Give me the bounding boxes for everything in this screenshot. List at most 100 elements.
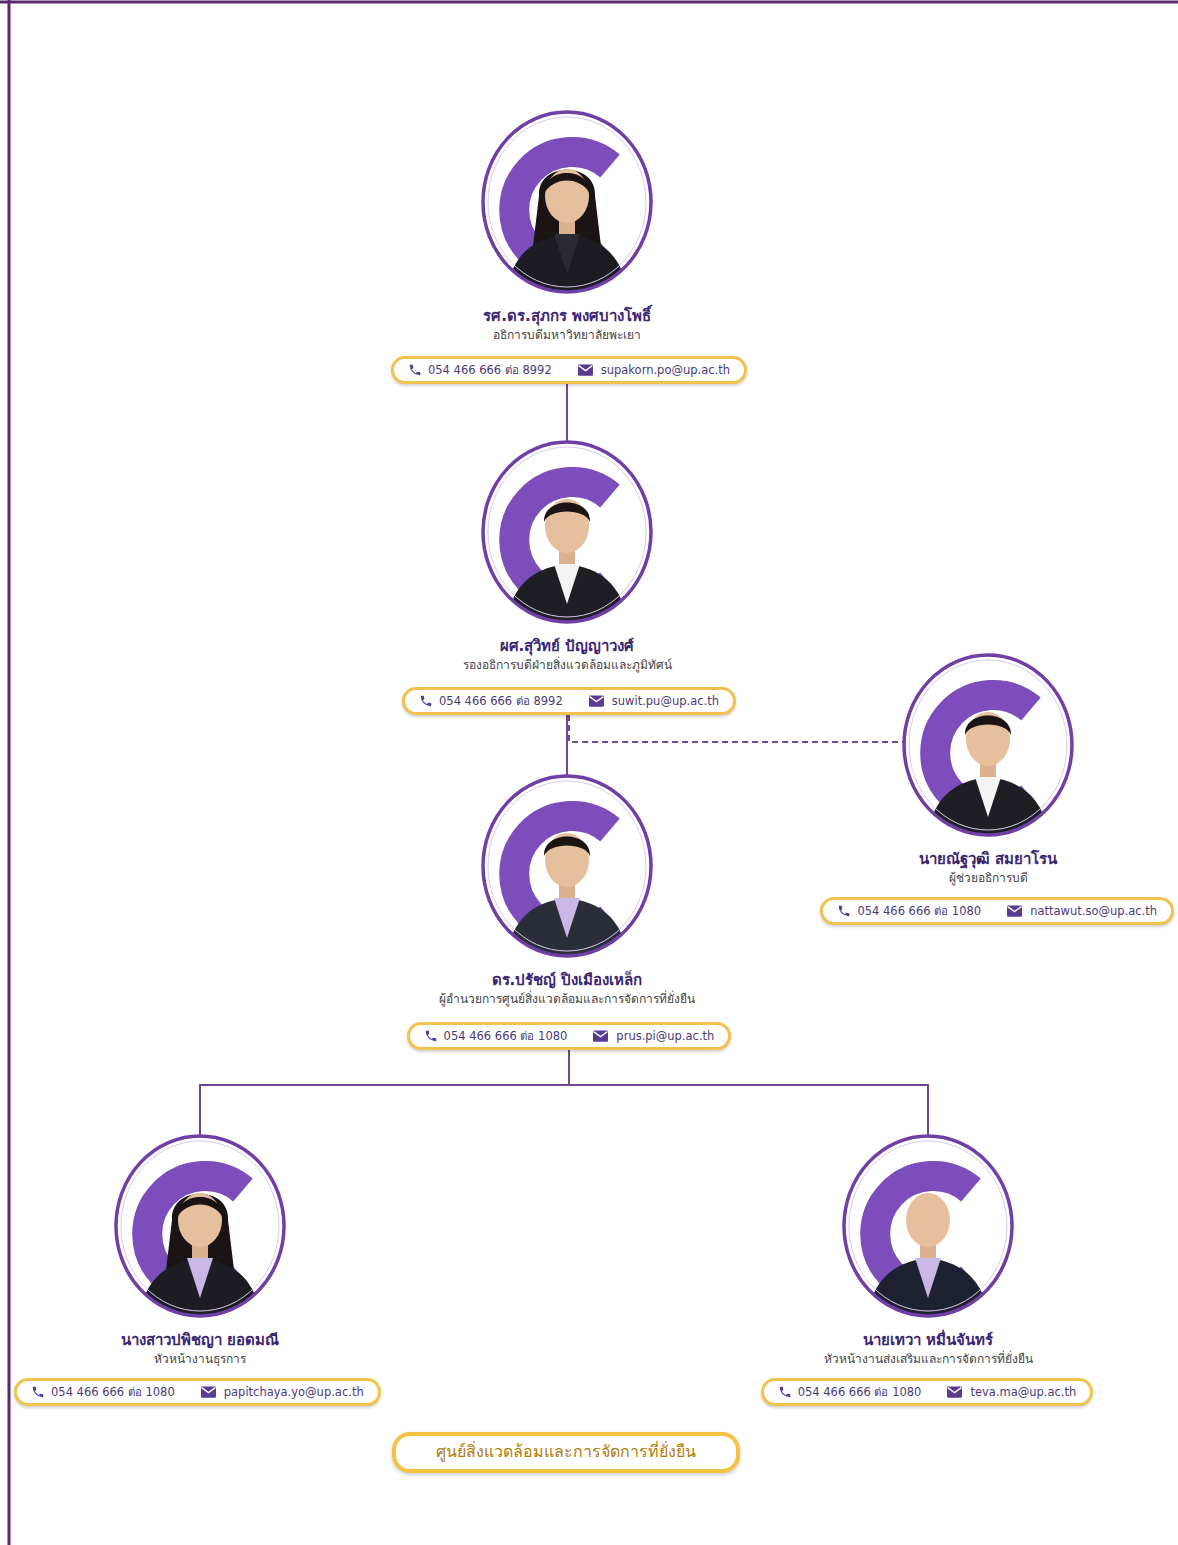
oval-border <box>483 442 651 622</box>
photo-ground <box>898 649 1078 841</box>
oval-inner-ring <box>488 781 646 951</box>
photo-frame <box>838 1130 1018 1322</box>
mail-icon <box>1007 905 1022 917</box>
phone-icon <box>31 1385 45 1399</box>
oval-border <box>904 655 1072 835</box>
hair <box>544 503 590 523</box>
phone-icon <box>837 904 851 918</box>
connector <box>569 1050 928 1136</box>
person-card: ดร.ปรัชญ์ ปิงเมืองเหล็กผู้อำนวยการศูนย์ส… <box>439 770 695 1007</box>
suit <box>505 234 629 298</box>
shirt <box>975 777 1001 817</box>
phone-number: 054 466 666 ต่อ 1080 <box>857 903 981 919</box>
hair <box>965 716 1011 736</box>
head <box>906 1193 950 1247</box>
portrait <box>110 1130 290 1322</box>
photo-ground <box>477 770 657 962</box>
dashed-connector <box>569 715 903 742</box>
connector <box>566 384 568 442</box>
person-name: นายณัฐวุฒิ สมยาโรน <box>919 850 1057 870</box>
contact-pill: 054 466 666 ต่อ 8992 supakorn.po@up.ac.th <box>391 356 747 384</box>
contact-pill: 054 466 666 ต่อ 1080 papitchaya.yo@up.ac.… <box>14 1378 381 1406</box>
email-address: nattawut.so@up.ac.th <box>1030 903 1157 919</box>
email-address: papitchaya.yo@up.ac.th <box>224 1384 364 1400</box>
phone-number: 054 466 666 ต่อ 1080 <box>51 1384 175 1400</box>
email-address: suwit.pu@up.ac.th <box>612 693 719 709</box>
position-title: หัวหน้างานธุรการ <box>154 1351 246 1367</box>
person-card: นายเทวา หมื่นจันทร์หัวหน้างานส่งเสริมและ… <box>824 1130 1033 1367</box>
photo-ground <box>110 1130 290 1322</box>
person-card: นายณัฐวุฒิ สมยาโรนผู้ช่วยอธิการบดี <box>898 649 1078 886</box>
position-title: อธิการบดีมหาวิทยาลัยพะเยา <box>493 327 641 343</box>
contact-pill: 054 466 666 ต่อ 1080 prus.pi@up.ac.th <box>407 1022 732 1050</box>
photo-frame <box>898 649 1078 841</box>
shirt <box>554 234 580 274</box>
email-address: supakorn.po@up.ac.th <box>601 362 730 378</box>
suit <box>505 564 629 628</box>
phone-number: 054 466 666 ต่อ 8992 <box>428 362 552 378</box>
shirt <box>915 1258 941 1298</box>
phone-number: 054 466 666 ต่อ 8992 <box>439 693 563 709</box>
phone-icon <box>408 363 422 377</box>
email-address: teva.ma@up.ac.th <box>970 1384 1076 1400</box>
mail-icon <box>947 1386 962 1398</box>
person-card: ผศ.สุวิทย์ ปัญญาวงศ์รองอธิการบดีฝ่ายสิ่ง… <box>463 436 672 673</box>
hair <box>177 1197 223 1218</box>
photo-ground <box>838 1130 1018 1322</box>
position-title: ผู้ช่วยอธิการบดี <box>949 870 1028 886</box>
phone-icon <box>778 1385 792 1399</box>
oval-inner-ring <box>909 660 1067 830</box>
phone-icon <box>419 694 433 708</box>
position-title: รองอธิการบดีฝ่ายสิ่งแวดล้อมและภูมิทัศน์ <box>463 657 672 673</box>
photo-frame <box>477 770 657 962</box>
shirt <box>554 898 580 938</box>
photo-frame <box>110 1130 290 1322</box>
unit-band: ศูนย์สิ่งแวดล้อมและการจัดการที่ยั่งยืน <box>392 1432 740 1473</box>
person-card: นางสาวปพิชญา ยอดมณีหัวหน้างานธุรการ <box>110 1130 290 1367</box>
unit-name: ศูนย์สิ่งแวดล้อมและการจัดการที่ยั่งยืน <box>436 1442 696 1463</box>
portrait <box>838 1130 1018 1322</box>
mail-icon <box>201 1386 216 1398</box>
mail-icon <box>589 695 604 707</box>
oval-inner-ring <box>849 1141 1007 1311</box>
oval-inner-ring <box>121 1141 279 1311</box>
phone-number: 054 466 666 ต่อ 1080 <box>444 1028 568 1044</box>
email-address: prus.pi@up.ac.th <box>616 1028 714 1044</box>
oval-border <box>844 1136 1012 1316</box>
suit <box>926 777 1050 841</box>
portrait <box>477 436 657 628</box>
person-name: ผศ.สุวิทย์ ปัญญาวงศ์ <box>500 637 635 657</box>
phone-number: 054 466 666 ต่อ 1080 <box>798 1384 922 1400</box>
position-title: ผู้อำนวยการศูนย์สิ่งแวดล้อมและการจัดการท… <box>439 991 695 1007</box>
oval-border <box>483 776 651 956</box>
shirt <box>554 564 580 604</box>
oval-inner-ring <box>488 117 646 287</box>
oval-border <box>116 1136 284 1316</box>
person-name: ดร.ปรัชญ์ ปิงเมืองเหล็ก <box>492 971 643 991</box>
photo-frame <box>477 106 657 298</box>
connector <box>566 715 568 776</box>
suit <box>138 1258 262 1322</box>
connector <box>200 1050 569 1136</box>
portrait <box>477 106 657 298</box>
mail-icon <box>578 364 593 376</box>
suit <box>505 898 629 962</box>
mail-icon <box>593 1030 608 1042</box>
person-name: นายเทวา หมื่นจันทร์ <box>863 1331 993 1351</box>
portrait <box>898 649 1078 841</box>
portrait <box>477 770 657 962</box>
frame-line <box>0 1 1178 4</box>
shirt <box>187 1258 213 1298</box>
person-name: นางสาวปพิชญา ยอดมณี <box>121 1331 279 1351</box>
frame-line <box>8 0 11 1545</box>
hair <box>544 173 590 194</box>
person-name: รศ.ดร.สุภกร พงศบางโพธิ์ <box>483 307 651 327</box>
photo-ground <box>477 106 657 298</box>
oval-inner-ring <box>488 447 646 617</box>
person-card: รศ.ดร.สุภกร พงศบางโพธิ์อธิการบดีมหาวิทยา… <box>477 106 657 343</box>
suit <box>866 1258 990 1322</box>
photo-frame <box>477 436 657 628</box>
position-title: หัวหน้างานส่งเสริมและการจัดการที่ยั่งยืน <box>824 1351 1033 1367</box>
contact-pill: 054 466 666 ต่อ 8992 suwit.pu@up.ac.th <box>402 687 736 715</box>
